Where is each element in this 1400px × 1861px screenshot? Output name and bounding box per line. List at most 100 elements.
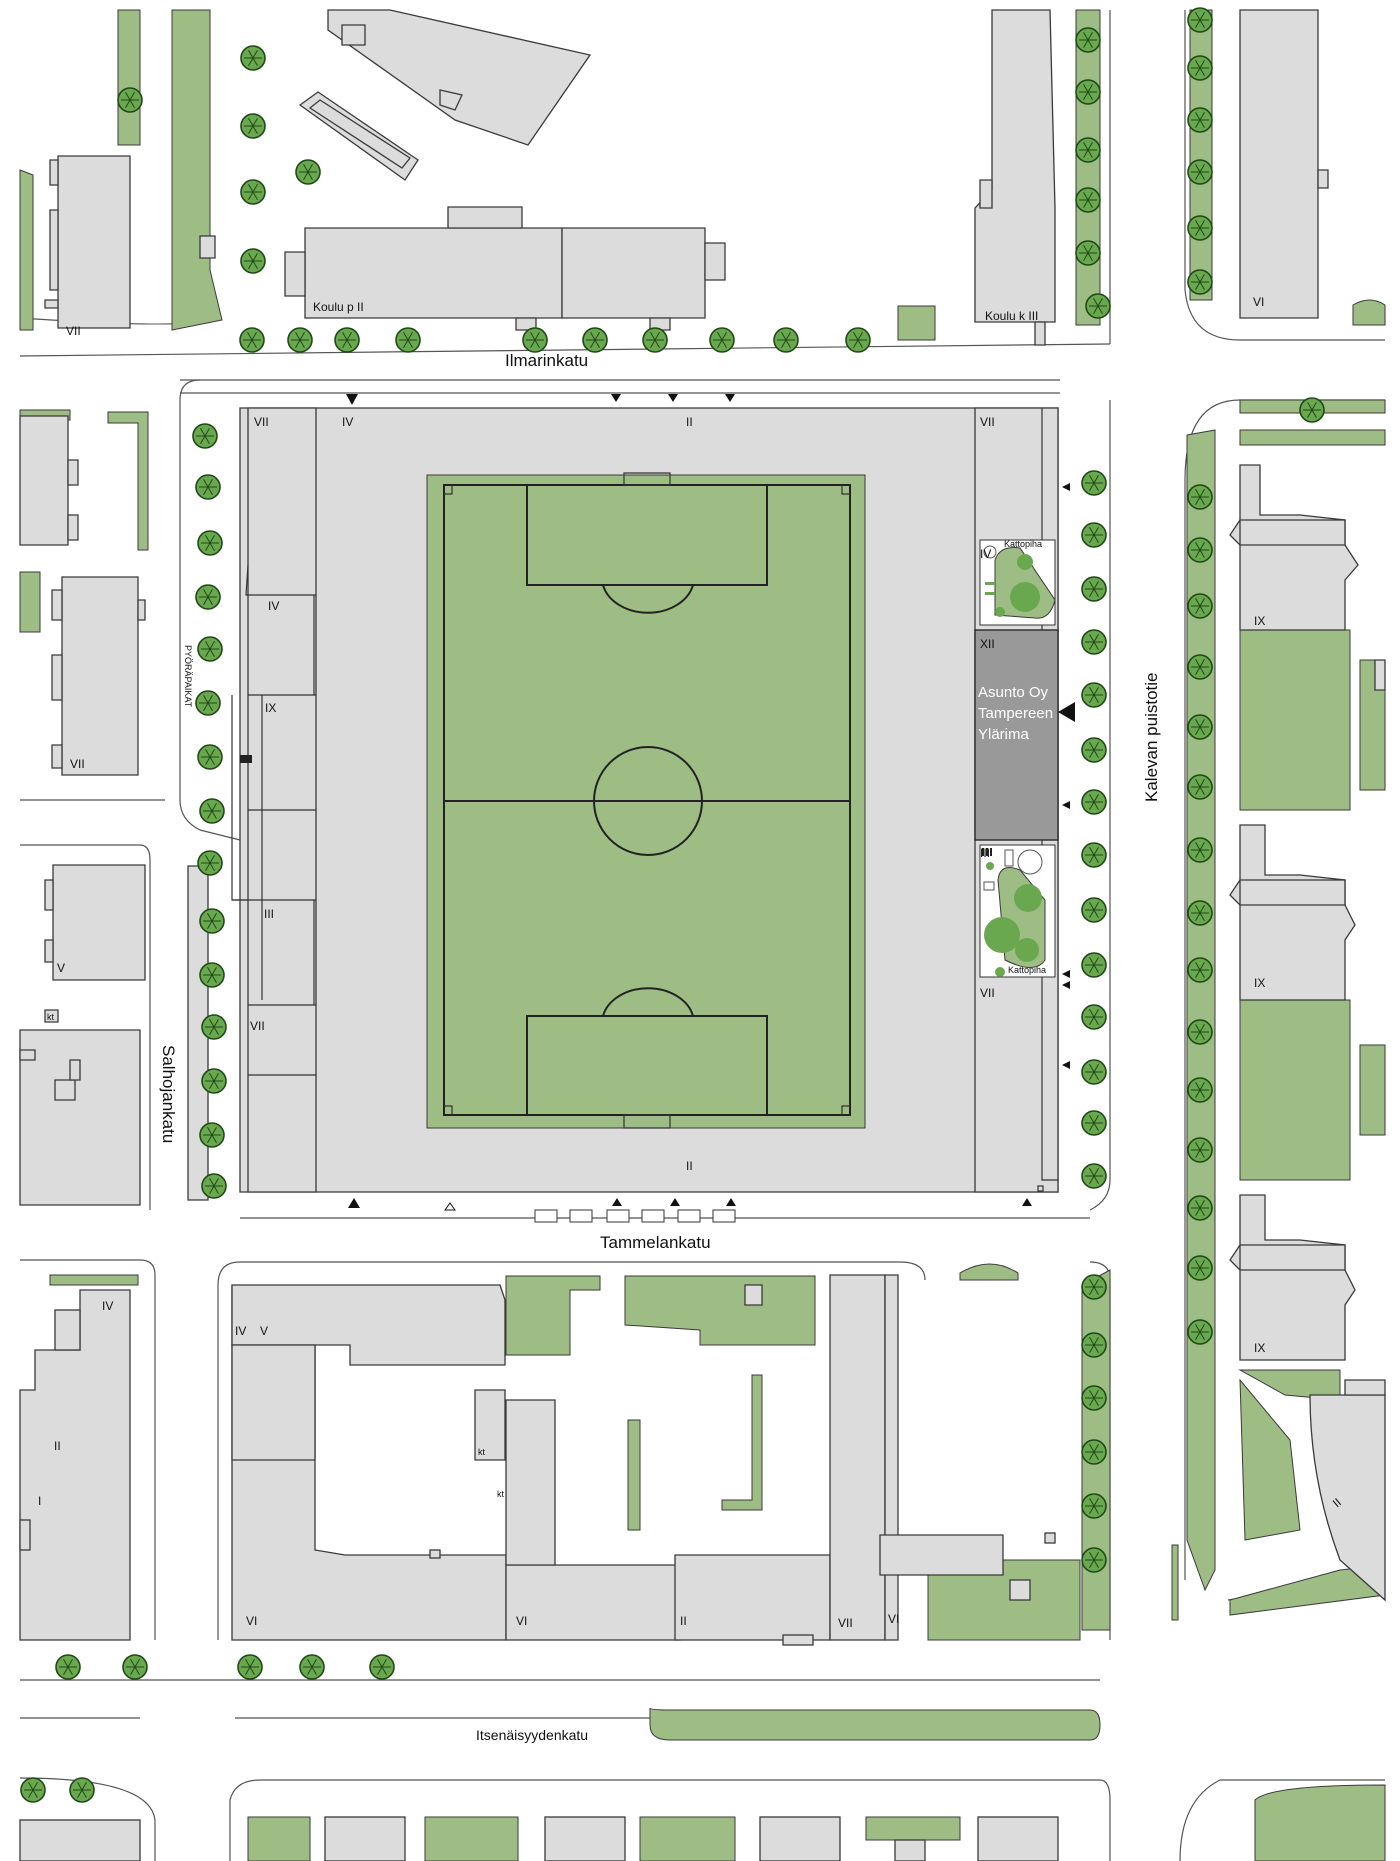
north-buildings bbox=[44, 9, 1329, 346]
floor-label: IV bbox=[235, 1324, 246, 1338]
tree-icon bbox=[709, 327, 735, 353]
tree-icon bbox=[1081, 1110, 1107, 1136]
tree-icon bbox=[237, 1654, 263, 1680]
floor-label: IX bbox=[1254, 976, 1265, 990]
floor-label: VII bbox=[980, 986, 995, 1000]
tree-icon bbox=[195, 584, 221, 610]
floor-label: VII bbox=[66, 324, 81, 338]
tree-icon bbox=[1187, 900, 1213, 926]
tree-icon bbox=[199, 908, 225, 934]
floor-label: VII bbox=[254, 415, 269, 429]
asunto-label-line2: Tampereen bbox=[978, 705, 1053, 722]
tree-icon bbox=[295, 159, 321, 185]
tree-icon bbox=[1081, 1493, 1107, 1519]
floor-label: VII bbox=[250, 1019, 265, 1033]
tree-icon bbox=[240, 179, 266, 205]
street-label-ilmarinkatu: Ilmarinkatu bbox=[505, 351, 588, 370]
tree-icon bbox=[845, 327, 871, 353]
tree-icon bbox=[1081, 522, 1107, 548]
floor-label: IV bbox=[268, 599, 279, 613]
tree-icon bbox=[299, 1654, 325, 1680]
floor-label: IX bbox=[1254, 614, 1265, 628]
tree-icon bbox=[199, 798, 225, 824]
tree-icon bbox=[1081, 1547, 1107, 1573]
tree-icon bbox=[522, 327, 548, 353]
floor-label: II bbox=[54, 1439, 61, 1453]
floor-label: V bbox=[260, 1324, 268, 1338]
floor-label: VII bbox=[838, 1616, 853, 1630]
floor-label: II bbox=[686, 415, 693, 429]
tree-icon bbox=[199, 1122, 225, 1148]
tree-icon bbox=[1081, 1274, 1107, 1300]
entrance-markers bbox=[346, 394, 1075, 1223]
floor-label: IV bbox=[342, 415, 353, 429]
tree-icon bbox=[195, 690, 221, 716]
east-buildings bbox=[1229, 464, 1386, 1602]
school-label-k3: Koulu k III bbox=[985, 309, 1038, 323]
tree-icon bbox=[1081, 682, 1107, 708]
tree-icon bbox=[197, 850, 223, 876]
tree-icon bbox=[197, 744, 223, 770]
tree-icon bbox=[1075, 137, 1101, 163]
floor-label: VII bbox=[980, 415, 995, 429]
south-block bbox=[231, 1274, 1056, 1646]
floor-label: IX bbox=[1254, 1341, 1265, 1355]
tree-icon bbox=[1081, 470, 1107, 496]
floor-label: VII bbox=[70, 757, 85, 771]
tree-icon bbox=[1187, 484, 1213, 510]
street-label-kalevan-puistotie: Kalevan puistotie bbox=[1142, 673, 1161, 802]
street-trees bbox=[20, 7, 1325, 1803]
tree-icon bbox=[1081, 1385, 1107, 1411]
tree-icon bbox=[197, 530, 223, 556]
tree-icon bbox=[197, 636, 223, 662]
tree-icon bbox=[1187, 837, 1213, 863]
tree-icon bbox=[287, 327, 313, 353]
tree-icon bbox=[201, 1068, 227, 1094]
tree-icon bbox=[395, 327, 421, 353]
tree-icon bbox=[773, 327, 799, 353]
floor-label: III bbox=[980, 846, 990, 860]
tree-icon bbox=[195, 474, 221, 500]
tree-icon bbox=[582, 327, 608, 353]
tree-icon bbox=[201, 1173, 227, 1199]
street-label-tammelankatu: Tammelankatu bbox=[600, 1233, 711, 1252]
school-label-p2: Koulu p II bbox=[313, 300, 364, 314]
tree-icon bbox=[1075, 27, 1101, 53]
floor-label: IX bbox=[265, 701, 276, 715]
tree-icon bbox=[1187, 55, 1213, 81]
tree-icon bbox=[240, 248, 266, 274]
roof-garden-label-top: Kattopiha bbox=[1004, 539, 1042, 549]
bottom-buildings bbox=[19, 1816, 1059, 1861]
tree-icon bbox=[1081, 737, 1107, 763]
tree-icon bbox=[20, 1777, 46, 1803]
tree-icon bbox=[240, 45, 266, 71]
tree-icon bbox=[55, 1654, 81, 1680]
kt-label-b: kt bbox=[478, 1447, 486, 1457]
floor-label: VI bbox=[888, 1612, 899, 1626]
asunto-label-line3: Ylärima bbox=[978, 726, 1030, 743]
kt-label-c: kt bbox=[497, 1489, 505, 1499]
tree-icon bbox=[1187, 537, 1213, 563]
tree-icon bbox=[1187, 957, 1213, 983]
floor-label: IV bbox=[980, 547, 991, 561]
floor-label: I bbox=[38, 1494, 41, 1508]
tree-icon bbox=[1081, 1439, 1107, 1465]
tree-icon bbox=[1075, 240, 1101, 266]
tree-icon bbox=[1187, 774, 1213, 800]
tree-icon bbox=[1299, 397, 1325, 423]
floor-label: VI bbox=[246, 1614, 257, 1628]
tree-icon bbox=[1081, 1163, 1107, 1189]
tree-icon bbox=[240, 113, 266, 139]
floor-label: VI bbox=[1253, 295, 1264, 309]
tree-icon bbox=[1187, 593, 1213, 619]
floor-label: II bbox=[680, 1614, 687, 1628]
asunto-label-line1: Asunto Oy bbox=[978, 684, 1049, 701]
tree-icon bbox=[122, 1654, 148, 1680]
floor-label: VI bbox=[516, 1614, 527, 1628]
tree-icon bbox=[1075, 187, 1101, 213]
tree-icon bbox=[201, 1014, 227, 1040]
floor-label: XII bbox=[980, 637, 995, 651]
tree-icon bbox=[334, 327, 360, 353]
west-buildings bbox=[19, 415, 209, 1206]
street-label-salhojankatu: Salhojankatu bbox=[159, 1045, 178, 1143]
